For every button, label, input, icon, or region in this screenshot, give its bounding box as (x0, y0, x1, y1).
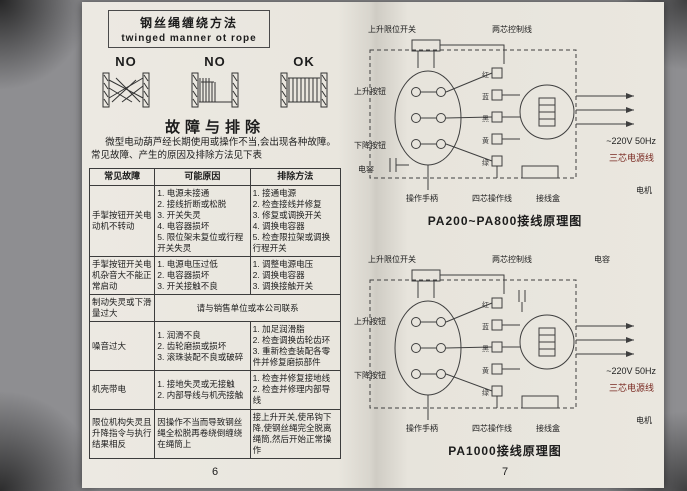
diagram2-caption: PA1000接线原理图 (448, 444, 562, 458)
troubleshooting-heading: 故障与排除 (164, 119, 265, 136)
remedy-cell: 1. 加足润滑脂 2. 检查调换齿轮齿环 3. 重新检查装配各零件并修复磨损部件 (249, 321, 342, 372)
troubleshooting-intro: 微型电动葫芦经长期使用或操作不当,会出现各种故障。常见故障、产生的原因及排除方法… (91, 137, 336, 162)
spool-even-winding-icon (280, 72, 328, 108)
wire-color-label: 黑 (482, 345, 489, 353)
col-header-remedy: 排除方法 (249, 168, 342, 186)
rope-winding-examples: NO NO (88, 54, 342, 108)
spool-label: NO (115, 54, 137, 69)
cause-cell: 1. 接地失灵或无接触 2. 内部导线与机壳接触 (154, 370, 251, 410)
spool-label: OK (293, 54, 315, 69)
fault-cell: 制动失灵或下滑量过大 (88, 294, 156, 323)
label-up-limit-switch: 上升限位开关 (368, 25, 416, 34)
rope-winding-subtitle: twinged manner ot rope (121, 33, 257, 44)
spool-messy-winding-icon (102, 72, 150, 108)
fault-cell: 手掣按钮开关电机杂音大不能正常启动 (88, 255, 156, 296)
wiring-diagram-pa200-pa800: 红 蓝 黑 黄 绿 (354, 24, 656, 206)
spool-bunched-winding-icon (191, 72, 239, 108)
table-row: 制动失灵或下滑量过大 请与销售单位或本公司联系 (88, 294, 341, 323)
remedy-cell: 接上升开关,使吊钩下降,使钢丝绳完全脱离绳筒,然后开始正常操作 (249, 408, 342, 459)
wiring-schematic-graphic: 红 蓝 黑 黄 绿 (369, 39, 634, 190)
rope-winding-title: 钢丝绳缠绕方法 (139, 16, 238, 30)
wire-color-label: 蓝 (482, 322, 489, 331)
table-row: 手掣按钮开关电动机不转动 1. 电源未接通 2. 接线折断或松脱 3. 开关失灵… (88, 184, 342, 257)
label-voltage: ~220V 50Hz (606, 136, 656, 146)
label-operating-handle: 操作手柄 (406, 424, 438, 433)
remedy-cell: 1. 调整电源电压 2. 调换电容器 3. 调换接触开关 (249, 255, 342, 296)
table-row: 手掣按钮开关电机杂音大不能正常启动 1. 电源电压过低 2. 电容器损坏 3. … (88, 255, 342, 296)
col-header-fault: 常见故障 (88, 168, 156, 186)
cause-cell: 1. 电源未接通 2. 接线折断或松脱 3. 开关失灵 4. 电容器损坏 5. … (154, 184, 251, 257)
label-operating-handle: 操作手柄 (406, 194, 438, 203)
fault-cell: 手掣按钮开关电动机不转动 (88, 184, 156, 257)
label-capacitor: 电容 (358, 165, 374, 174)
wire-color-label: 绿 (482, 158, 489, 167)
wire-color-label: 黑 (482, 115, 489, 123)
label-up-button: 上升按钮 (354, 87, 386, 96)
label-up-button: 上升按钮 (354, 317, 386, 326)
table-row: 限位机构失灵且升降指令与执行结果相反 因操作不当而导致钢丝绳全松脱再卷绕倒缠绕在… (88, 408, 342, 459)
label-four-core-operating-wire: 四芯操作线 (472, 424, 512, 433)
wire-color-label: 绿 (482, 388, 489, 397)
label-motor: 电机 (636, 416, 652, 425)
label-motor: 电机 (636, 186, 652, 195)
page-right: 红 蓝 黑 黄 绿 (348, 2, 662, 488)
label-two-core-control-wire: 两芯控制线 (492, 255, 532, 264)
label-four-core-operating-wire: 四芯操作线 (472, 194, 512, 203)
spool-label: NO (204, 54, 226, 69)
label-three-core-power-wire: 三芯电源线 (608, 153, 654, 163)
remedy-cell: 1. 检查并修复接地线 2. 检查并修理内部导线 (249, 370, 342, 410)
label-voltage: ~220V 50Hz (606, 366, 656, 376)
page-left: 钢丝绳缠绕方法 twinged manner ot rope NO (84, 2, 346, 488)
table-header-row: 常见故障 可能原因 排除方法 (88, 168, 342, 186)
label-junction-box: 接线盒 (536, 424, 560, 433)
cause-cell: 因操作不当而导致钢丝绳全松脱再卷绕倒缠绕在绳筒上 (154, 408, 251, 459)
wiring-schematic-graphic: 红 蓝 黑 黄 绿 (369, 269, 634, 420)
paper-spread: 钢丝绳缠绕方法 twinged manner ot rope NO (82, 2, 664, 488)
label-up-limit-switch: 上升限位开关 (368, 255, 416, 264)
wire-color-label: 黄 (482, 136, 489, 145)
table-row: 噪音过大 1. 润滑不良 2. 齿轮磨损或损坏 3. 滚珠装配不良或破碎 1. … (88, 321, 342, 372)
wire-color-label: 黄 (482, 366, 489, 375)
col-header-cause: 可能原因 (154, 168, 251, 186)
label-junction-box: 接线盒 (536, 194, 560, 203)
wire-color-label: 红 (482, 300, 489, 309)
label-capacitor: 电容 (594, 255, 610, 264)
wire-color-label: 蓝 (482, 92, 489, 101)
cause-cell: 1. 润滑不良 2. 齿轮磨损或损坏 3. 滚珠装配不良或破碎 (154, 321, 251, 372)
spool-example-wrong-2: NO (177, 54, 253, 108)
fault-cell: 机壳带电 (88, 370, 156, 410)
label-down-button: 下降按钮 (354, 371, 386, 380)
cause-cell: 1. 电源电压过低 2. 电容器损坏 3. 开关接触不良 (154, 255, 251, 296)
label-three-core-power-wire: 三芯电源线 (608, 383, 654, 393)
spool-example-wrong-1: NO (88, 54, 164, 108)
rope-winding-title-box: 钢丝绳缠绕方法 twinged manner ot rope (108, 10, 270, 48)
fault-cell: 限位机构失灵且升降指令与执行结果相反 (88, 408, 156, 459)
fault-cell: 噪音过大 (88, 321, 156, 372)
spool-example-correct: OK (266, 54, 342, 108)
label-two-core-control-wire: 两芯控制线 (492, 25, 532, 34)
table-row: 机壳带电 1. 接地失灵或无接触 2. 内部导线与机壳接触 1. 检查并修复接地… (88, 370, 342, 410)
combined-cell: 请与销售单位或本公司联系 (154, 294, 341, 323)
wiring-diagram-pa1000: 红 蓝 黑 黄 绿 (354, 254, 656, 436)
wire-color-label: 红 (482, 70, 489, 79)
diagram1-caption: PA200~PA800接线原理图 (427, 214, 583, 228)
page-number-left: 6 (211, 466, 219, 478)
label-down-button: 下降按钮 (354, 141, 386, 150)
remedy-cell: 1. 接通电源 2. 检查接线并修复 3. 修复或调换开关 4. 调换电容器 5… (249, 184, 342, 257)
troubleshooting-table: 常见故障 可能原因 排除方法 手掣按钮开关电动机不转动 1. 电源未接通 2. … (88, 168, 342, 459)
page-number-right: 7 (501, 466, 509, 478)
